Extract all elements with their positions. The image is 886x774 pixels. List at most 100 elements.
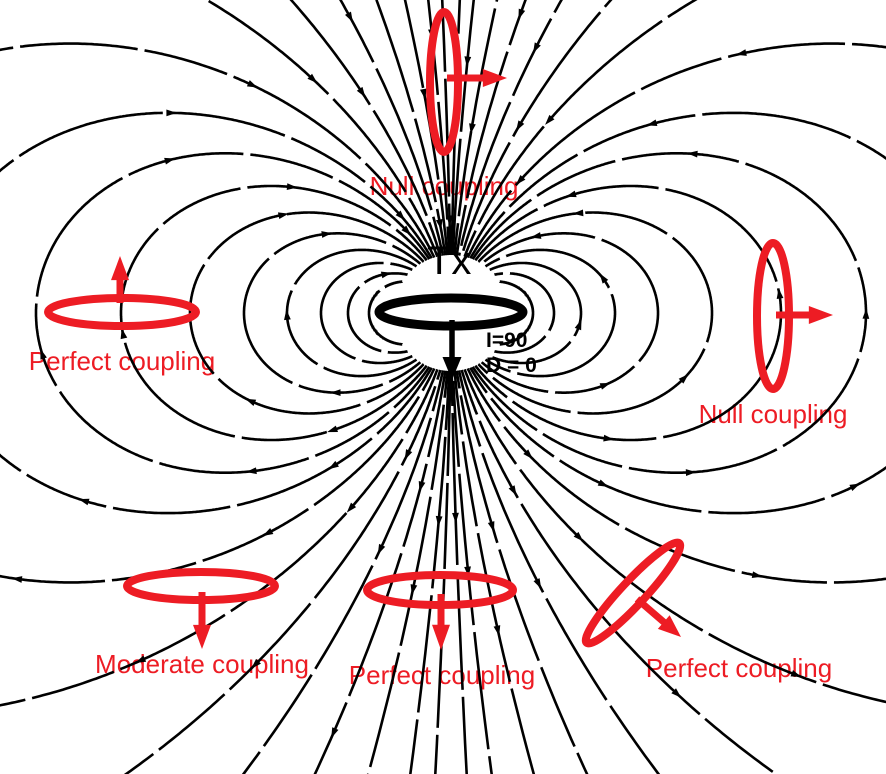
flow-arrowhead	[344, 11, 353, 23]
flow-arrowhead	[685, 469, 697, 476]
field-line	[480, 232, 660, 394]
field-line	[477, 211, 714, 415]
flow-arrowhead	[307, 73, 318, 84]
flow-arrowhead	[597, 479, 609, 487]
flow-arrowhead	[790, 670, 802, 677]
field-line	[188, 211, 425, 415]
field-line	[409, 0, 451, 774]
flow-arrowhead	[849, 483, 861, 492]
flow-arrowhead	[751, 571, 763, 579]
flow-arrowhead	[327, 425, 339, 433]
flow-arrowhead	[573, 531, 584, 542]
flow-arrowhead	[262, 528, 274, 536]
field-line	[489, 261, 583, 365]
field-line	[451, 0, 493, 774]
flow-arrowhead	[603, 434, 614, 442]
field-line	[319, 261, 413, 365]
flow-arrowhead	[331, 727, 339, 739]
flow-arrowhead	[395, 210, 406, 221]
flow-arrowhead	[533, 42, 541, 54]
flow-arrowhead	[516, 120, 525, 132]
receiver-coil	[44, 256, 200, 330]
flow-arrowhead	[493, 625, 501, 637]
flow-arrowhead	[410, 584, 418, 595]
flow-arrowhead	[515, 175, 526, 185]
field-line	[0, 111, 433, 515]
field-line	[493, 272, 556, 354]
flow-arrowhead	[401, 225, 412, 236]
flow-arrowhead	[678, 374, 689, 384]
flow-arrowhead	[518, 8, 526, 20]
flow-arrowhead	[574, 319, 582, 331]
field-line	[242, 232, 422, 394]
flow-arrowhead	[572, 209, 584, 217]
flow-arrowhead	[464, 56, 472, 67]
field-line	[463, 0, 886, 704]
field-line	[346, 272, 409, 354]
flow-arrowhead	[418, 480, 426, 492]
flow-arrowhead	[245, 398, 257, 406]
flow-arrowhead	[246, 467, 257, 475]
receiver-coil-ellipse	[426, 8, 462, 156]
receiver-normal-arrow	[634, 596, 669, 627]
flow-arrowhead	[646, 119, 658, 127]
receiver-coil	[581, 538, 685, 648]
field-line	[34, 152, 431, 474]
flow-arrowhead	[446, 215, 453, 226]
field-line	[434, 0, 452, 774]
flow-arrowhead	[599, 382, 611, 390]
flow-arrowhead	[565, 190, 577, 198]
receiver-arrowhead	[808, 306, 833, 324]
label-inclination: I=90	[486, 329, 528, 352]
field-line	[450, 0, 468, 774]
flow-arrowhead	[776, 288, 784, 299]
receiver-coil	[426, 8, 507, 156]
field-line	[119, 184, 428, 442]
receiver-arrowhead	[111, 256, 129, 281]
receiver-arrowhead	[193, 624, 211, 649]
flow-arrowhead	[435, 515, 443, 527]
flow-arrowhead	[862, 308, 870, 319]
receiver-coil	[753, 239, 833, 393]
flow-arrowhead	[523, 449, 533, 460]
flow-arrowhead	[284, 309, 291, 321]
flow-arrowhead	[356, 86, 366, 98]
field-line	[453, 0, 536, 774]
flow-arrowhead	[377, 543, 386, 555]
flow-arrowhead	[120, 328, 128, 340]
receiver-arrowhead	[432, 624, 450, 650]
flow-arrowhead	[435, 219, 443, 230]
flow-arrowhead	[380, 271, 392, 279]
flow-arrowhead	[599, 273, 609, 284]
flow-arrowhead	[164, 157, 176, 165]
field-line	[455, 0, 589, 774]
flow-arrowhead	[286, 183, 298, 191]
flow-arrowhead	[452, 512, 459, 524]
field-line	[499, 280, 535, 346]
field-line	[366, 0, 449, 774]
flow-arrowhead	[246, 80, 258, 88]
flow-arrowhead	[419, 88, 427, 100]
flow-arrowhead	[464, 566, 471, 577]
tx-moment-arrowhead	[442, 357, 462, 380]
flow-arrowhead	[277, 212, 289, 220]
flow-arrowhead	[166, 109, 177, 117]
flow-arrowhead	[251, 658, 261, 669]
flow-arrowhead	[40, 348, 47, 360]
field-line	[484, 248, 617, 378]
field-line	[367, 280, 403, 346]
receiver-coil	[123, 568, 279, 649]
flow-arrowhead	[328, 460, 339, 470]
field-line	[469, 111, 886, 515]
flow-arrowhead	[11, 576, 23, 583]
flow-arrowhead	[508, 485, 517, 496]
flow-arrowhead	[487, 521, 495, 532]
flow-arrowhead	[404, 449, 413, 460]
receiver-arrowhead	[482, 69, 507, 87]
flow-arrowhead	[533, 578, 542, 589]
flow-arrowhead	[736, 49, 747, 56]
flow-arrowhead	[671, 688, 682, 698]
field-line	[466, 42, 886, 584]
